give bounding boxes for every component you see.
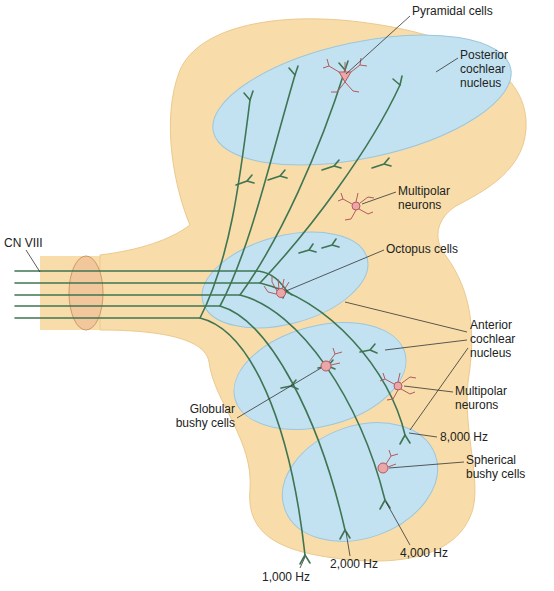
leader-line <box>409 433 437 437</box>
posterior-oval <box>201 12 522 189</box>
callout-label: Posterior cochlear nucleus <box>460 48 540 90</box>
fiber-fork <box>393 76 402 85</box>
globular-bushy-cell <box>321 348 342 371</box>
callout-label: 8,000 Hz <box>440 430 520 444</box>
fiber-fork <box>339 61 348 70</box>
callout-label: Multipolar neurons <box>398 184 478 212</box>
callout-label: 2,000 Hz <box>330 557 400 571</box>
fiber-twig <box>299 244 316 253</box>
leader-line <box>345 302 467 332</box>
fiber <box>15 318 305 555</box>
leader-line <box>389 462 464 468</box>
callout-label: CN VIII <box>4 236 74 250</box>
fiber <box>200 100 250 318</box>
fiber-twig <box>322 239 339 248</box>
neurons <box>264 58 416 473</box>
leader-line <box>385 340 467 350</box>
leader-line <box>436 58 458 72</box>
leader-line <box>286 250 384 291</box>
leader-line <box>237 368 321 418</box>
leader-line <box>362 192 396 204</box>
callout-label: Pyramidal cells <box>412 4 532 18</box>
callout-label: Spherical bushy cells <box>466 453 548 481</box>
fiber-twig <box>281 380 298 389</box>
nerve-fibers <box>15 61 410 564</box>
leader-line <box>386 502 410 545</box>
spherical-bushy-cell <box>378 450 398 473</box>
leader-line <box>346 532 350 556</box>
fiber-fork <box>380 500 390 509</box>
fiber-twig <box>322 160 341 170</box>
fiber <box>220 75 295 306</box>
leader-line <box>300 557 305 568</box>
nerve-end <box>69 256 103 330</box>
callout-label: 4,000 Hz <box>400 546 470 560</box>
callout-label: 1,000 Hz <box>262 570 342 584</box>
multipolar-neuron <box>338 193 374 220</box>
fiber <box>15 295 385 500</box>
fiber-fork <box>244 91 253 100</box>
fiber-fork <box>300 555 310 564</box>
leader-line <box>26 250 40 272</box>
leader-lines <box>26 16 468 568</box>
fiber-twig <box>236 175 254 185</box>
fiber-twig <box>268 170 287 180</box>
callout-label: Multipolar neurons <box>455 384 535 412</box>
fiber-twig <box>372 158 391 168</box>
leader-line <box>404 386 453 392</box>
pyramidal-cell <box>323 58 367 92</box>
leader-line <box>346 16 410 74</box>
fiber-fork <box>340 530 350 539</box>
fiber <box>240 70 345 295</box>
callout-label: Anterior cochlear nucleus <box>470 318 550 360</box>
callout-label: Octopus cells <box>386 242 506 256</box>
fiber-fork <box>400 435 410 444</box>
octopus-cell <box>264 276 289 298</box>
fiber-twig <box>360 344 377 353</box>
callout-label: Globular bushy cells <box>160 402 235 430</box>
fiber-fork <box>289 66 298 75</box>
fiber <box>15 306 345 530</box>
